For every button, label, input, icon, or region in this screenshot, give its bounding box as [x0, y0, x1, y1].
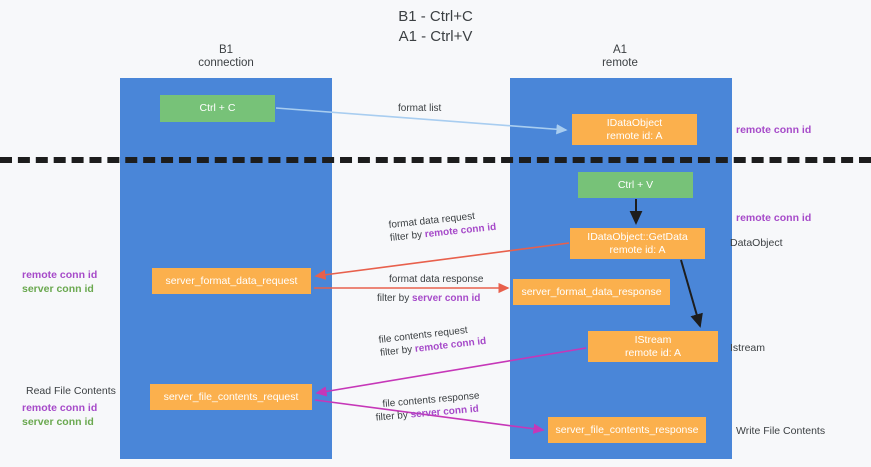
- edge-label-fdresp-line2: filter by server conn id: [377, 292, 484, 305]
- fcreq-prefix: filter by: [379, 343, 416, 359]
- lane-a1-name: A1: [612, 44, 628, 56]
- annotation-remote-conn-id-top-text: remote conn id: [736, 124, 812, 136]
- annotation-remote-conn-id-mid: remote conn id: [736, 211, 811, 225]
- fcresp-prefix: filter by: [375, 409, 412, 424]
- edge-label-fdresp-line1: format data response: [389, 274, 484, 285]
- edge-label-file-contents-request: file contents request filter by remote c…: [378, 322, 487, 360]
- node-server-file-contents-response-label: server_file_contents_response: [555, 423, 699, 436]
- lane-a1-role: remote: [602, 57, 638, 69]
- node-server-file-contents-request-label: server_file_contents_request: [163, 390, 299, 403]
- fdresp-prefix: filter by: [377, 293, 413, 304]
- annotation-left-conn-ids-bottom: remote conn id server conn id: [22, 401, 97, 429]
- node-server-file-contents-response[interactable]: server_file_contents_response: [548, 417, 706, 443]
- node-idataobject-getdata[interactable]: IDataObject::GetData remote id: A: [570, 228, 705, 259]
- annotation-remote-conn-id-mid-text: remote conn id: [736, 212, 812, 224]
- lane-b1-name: B1: [218, 44, 234, 56]
- node-getdata-line2: remote id: A: [609, 243, 666, 256]
- annotation-left-remote-conn-id-2: remote conn id: [22, 402, 98, 414]
- annotation-left-remote-conn-id-1: remote conn id: [22, 269, 98, 281]
- phase-divider: [0, 157, 871, 163]
- annotation-left-server-conn-id-2: server conn id: [22, 416, 94, 428]
- lane-header-b1: B1 connection: [126, 44, 326, 70]
- node-server-format-data-response[interactable]: server_format_data_response: [513, 279, 670, 305]
- node-idataobject-line1: IDataObject: [606, 116, 663, 129]
- annotation-istream: Istream: [730, 342, 766, 354]
- node-server-format-data-request[interactable]: server_format_data_request: [152, 268, 311, 294]
- node-ctrl-v-line1: Ctrl + V: [617, 178, 654, 191]
- annotation-read-file-contents: Read File Contents: [26, 385, 116, 397]
- node-server-format-data-response-label: server_format_data_response: [521, 285, 662, 298]
- edge-label-format-list: format list: [398, 103, 442, 114]
- annotation-remote-conn-id-top: remote conn id: [736, 123, 811, 137]
- edge-label-format-data-request: format data request filter by remote con…: [388, 208, 497, 245]
- fdresp-key: server conn id: [412, 293, 481, 304]
- node-istream[interactable]: IStream remote id: A: [588, 331, 718, 362]
- node-getdata-line1: IDataObject::GetData: [587, 230, 688, 243]
- node-idataobject[interactable]: IDataObject remote id: A: [572, 114, 697, 145]
- node-idataobject-line2: remote id: A: [606, 129, 663, 142]
- node-istream-line1: IStream: [634, 333, 672, 346]
- title-line-1: B1 - Ctrl+C: [398, 8, 473, 25]
- node-server-format-data-request-label: server_format_data_request: [165, 274, 298, 287]
- node-server-file-contents-request[interactable]: server_file_contents_request: [150, 384, 312, 410]
- annotation-dataobject: DataObject: [730, 237, 783, 249]
- annotation-left-conn-ids-top: remote conn id server conn id: [22, 268, 97, 296]
- edge-label-format-data-response: format data response filter by server co…: [377, 273, 484, 305]
- annotation-write-file-contents: Write File Contents: [736, 425, 826, 437]
- node-ctrl-v[interactable]: Ctrl + V: [578, 172, 693, 198]
- page-title: B1 - Ctrl+C A1 - Ctrl+V: [0, 7, 871, 47]
- edge-label-file-contents-response: file contents response filter by server …: [375, 390, 481, 424]
- lane-b1-role: connection: [198, 57, 254, 69]
- lane-header-a1: A1 remote: [520, 44, 720, 70]
- title-line-2: A1 - Ctrl+V: [398, 28, 473, 45]
- node-ctrl-c-line1: Ctrl + C: [199, 102, 236, 114]
- node-ctrl-c[interactable]: Ctrl + C: [160, 95, 275, 122]
- annotation-left-server-conn-id-1: server conn id: [22, 283, 94, 295]
- node-istream-line2: remote id: A: [624, 346, 682, 359]
- fdreq-prefix: filter by: [389, 229, 426, 244]
